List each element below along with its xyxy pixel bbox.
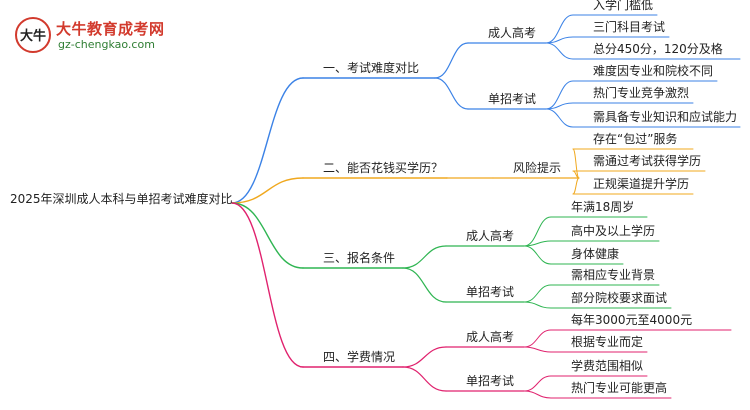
group-node: 成人高考 — [488, 26, 537, 40]
group-connector — [402, 366, 447, 392]
leaf-node: 身体健康 — [571, 247, 620, 261]
logo-mark-icon: 大牛 — [15, 17, 51, 53]
group-connector — [434, 77, 469, 110]
leaf-node: 入学门槛低 — [593, 0, 654, 12]
branch-connector — [231, 202, 304, 269]
leaf-connector — [572, 177, 580, 195]
leaf-node: 难度因专业和院校不同 — [593, 64, 714, 78]
logo-mark-text: 大牛 — [20, 28, 46, 44]
leaf-node: 需相应专业背景 — [571, 268, 656, 282]
leaf-connector — [572, 148, 580, 179]
branch-connector — [231, 202, 304, 368]
leaf-connector — [545, 14, 574, 44]
branch-connector — [231, 177, 304, 204]
group-node: 成人高考 — [466, 229, 515, 243]
leaf-node: 正规渠道提升学历 — [593, 177, 690, 191]
branch-node: 三、报名条件 — [323, 251, 396, 265]
root-node: 2025年深圳成人本科与单招考试难度对比 — [10, 192, 233, 206]
leaf-node: 需通过考试获得学历 — [593, 154, 702, 168]
leaf-node: 部分院校要求面试 — [571, 291, 668, 305]
site-logo[interactable]: 大牛 大牛教育成考网 gz-chengkao.com — [14, 14, 184, 58]
branch-node: 一、考试难度对比 — [323, 61, 420, 75]
leaf-connector — [523, 245, 552, 265]
group-connector — [402, 346, 447, 368]
leaf-node: 年满18周岁 — [571, 200, 635, 214]
group-node: 单招考试 — [488, 92, 537, 106]
leaf-connector — [545, 42, 574, 60]
leaf-connector — [545, 108, 574, 128]
branch-connector — [231, 77, 304, 204]
group-node: 单招考试 — [466, 285, 515, 299]
leaf-connector — [523, 375, 552, 392]
leaf-node: 需具备专业知识和应试能力 — [593, 110, 738, 124]
leaf-node: 学费范围相似 — [571, 359, 644, 373]
leaf-node: 根据专业而定 — [571, 335, 644, 349]
leaf-connector — [523, 390, 552, 399]
leaf-connector — [545, 80, 574, 110]
logo-title: 大牛教育成考网 — [56, 20, 165, 38]
leaf-node: 高中及以上学历 — [571, 224, 656, 238]
leaf-node: 总分450分，120分及格 — [593, 42, 723, 56]
logo-url: gz-chengkao.com — [58, 38, 155, 51]
branch-node: 二、能否花钱买学历？ — [323, 161, 444, 175]
group-node: 单招考试 — [466, 374, 515, 388]
group-node: 成人高考 — [466, 330, 515, 344]
leaf-connector — [523, 284, 552, 303]
leaf-connector — [523, 329, 552, 348]
branch-node: 四、学费情况 — [323, 350, 396, 364]
group-connector — [402, 245, 447, 269]
leaf-node: 存在“包过”服务 — [593, 132, 678, 146]
leaf-connector — [523, 346, 552, 353]
leaf-node: 每年3000元至4000元 — [571, 313, 693, 327]
leaf-connector — [523, 216, 552, 247]
group-connector — [402, 267, 447, 303]
group-connector — [434, 42, 469, 79]
leaf-connector — [523, 301, 552, 309]
leaf-node: 热门专业竞争激烈 — [593, 86, 690, 100]
group-node: 风险提示 — [513, 161, 562, 175]
leaf-node: 三门科目考试 — [593, 20, 666, 34]
leaf-node: 热门专业可能更高 — [571, 381, 668, 395]
